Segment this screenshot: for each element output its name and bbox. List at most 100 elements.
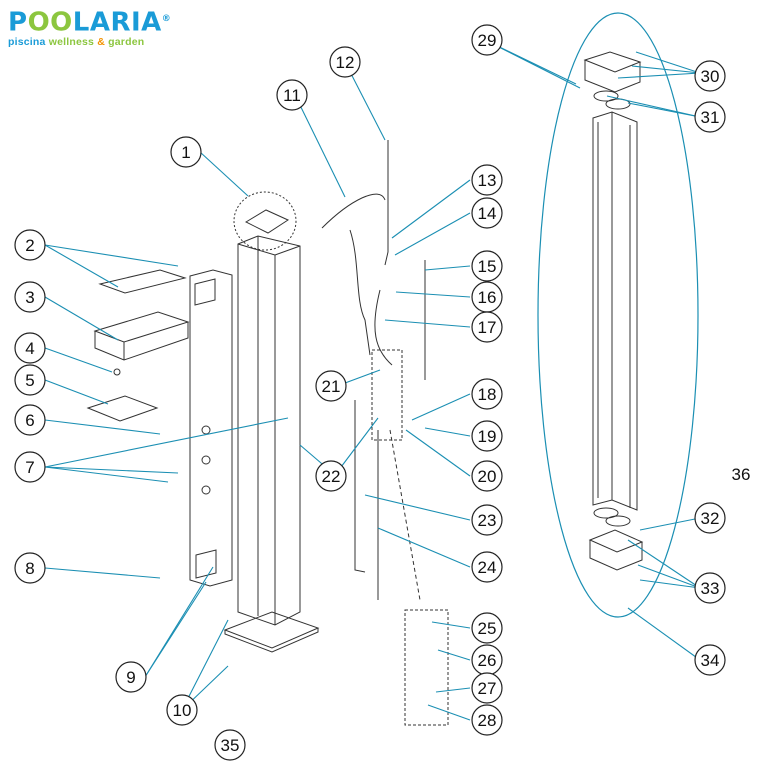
- callout-circle: [471, 378, 503, 410]
- callout-circle: [14, 451, 46, 483]
- callout-number: 24: [478, 558, 497, 577]
- callout-15: 15: [471, 250, 503, 282]
- callout-circle: [14, 552, 46, 584]
- callout-30: 30: [694, 60, 726, 92]
- callout-26: 26: [471, 644, 503, 676]
- callout-circle: [694, 572, 726, 604]
- callout-number: 31: [701, 108, 720, 127]
- callout-circle: [471, 612, 503, 644]
- callout-number: 21: [322, 377, 341, 396]
- callout-32: 32: [694, 502, 726, 534]
- callout-21: 21: [315, 370, 347, 402]
- callout-23: 23: [471, 504, 503, 536]
- callout-circle: [694, 101, 726, 133]
- callout-19: 19: [471, 420, 503, 452]
- callout-number: 8: [25, 559, 34, 578]
- callout-circle: [115, 661, 147, 693]
- callout-circle: [471, 460, 503, 492]
- logo-wordmark: POOLARIA®: [8, 7, 172, 38]
- callout-8: 8: [14, 552, 46, 584]
- callout-36: 36: [732, 465, 751, 484]
- callout-31: 31: [694, 101, 726, 133]
- callout-number: 26: [478, 651, 497, 670]
- callout-25: 25: [471, 612, 503, 644]
- callout-number: 18: [478, 385, 497, 404]
- callout-circle: [166, 694, 198, 726]
- callout-number: 13: [478, 171, 497, 190]
- callout-circle: [14, 281, 46, 313]
- callout-1: 1: [170, 136, 202, 168]
- parts-drawing: [86, 12, 699, 726]
- callout-number: 27: [478, 679, 497, 698]
- callout-2: 2: [14, 229, 46, 261]
- callout-number: 33: [701, 579, 720, 598]
- callout-5: 5: [14, 364, 46, 396]
- callout-22: 22: [315, 460, 347, 492]
- callout-3: 3: [14, 281, 46, 313]
- callout-16: 16: [471, 281, 503, 313]
- callout-number: 9: [126, 668, 135, 687]
- callout-circle: [170, 136, 202, 168]
- callout-circle: [694, 502, 726, 534]
- callout-circle: [315, 370, 347, 402]
- callout-24: 24: [471, 551, 503, 583]
- callout-28: 28: [471, 704, 503, 736]
- callout-7: 7: [14, 451, 46, 483]
- callout-13: 13: [471, 164, 503, 196]
- callout-circle: [14, 332, 46, 364]
- callout-circle: [471, 420, 503, 452]
- callout-circle: [471, 704, 503, 736]
- logo-tagline: piscina wellness & garden: [8, 35, 145, 48]
- callout-number: 6: [25, 411, 34, 430]
- callout-14: 14: [471, 197, 503, 229]
- callout-6: 6: [14, 404, 46, 436]
- callout-number: 34: [701, 651, 720, 670]
- callout-33: 33: [694, 572, 726, 604]
- callout-circle: [315, 460, 347, 492]
- callout-circle: [471, 311, 503, 343]
- callout-number: 12: [336, 53, 355, 72]
- callout-number: 30: [701, 67, 720, 86]
- callout-number: 19: [478, 427, 497, 446]
- callout-circle: [14, 229, 46, 261]
- callout-number: 3: [25, 288, 34, 307]
- callout-10: 10: [166, 694, 198, 726]
- callout-20: 20: [471, 460, 503, 492]
- callout-number: 10: [173, 701, 192, 720]
- callout-number: 14: [478, 204, 497, 223]
- callout-circle: [276, 79, 308, 111]
- callout-29: 29: [471, 24, 503, 56]
- callout-18: 18: [471, 378, 503, 410]
- callout-number: 16: [478, 288, 497, 307]
- callout-circle: [471, 24, 503, 56]
- callout-12: 12: [329, 46, 361, 78]
- callout-number: 1: [181, 143, 190, 162]
- callout-circle: [471, 551, 503, 583]
- callout-34: 34: [694, 644, 726, 676]
- callout-27: 27: [471, 672, 503, 704]
- callout-number: 7: [25, 458, 34, 477]
- callout-number: 29: [478, 31, 497, 50]
- callout-9: 9: [115, 661, 147, 693]
- callout-number: 28: [478, 711, 497, 730]
- callout-number: 11: [283, 86, 301, 105]
- callout-number: 4: [25, 339, 34, 358]
- callout-circle: [214, 729, 246, 761]
- callout-circle: [329, 46, 361, 78]
- callout-number: 15: [478, 257, 497, 276]
- callout-layer: 1234567891011121314151617181920212223242…: [14, 24, 751, 761]
- callout-circle: [471, 164, 503, 196]
- callout-circle: [471, 197, 503, 229]
- callout-circle: [471, 250, 503, 282]
- callout-number: 20: [478, 467, 497, 486]
- poolaria-logo: POOLARIA® piscina wellness & garden: [8, 6, 172, 48]
- callout-number: 35: [221, 736, 240, 755]
- callout-4: 4: [14, 332, 46, 364]
- callout-number: 32: [701, 509, 720, 528]
- callout-17: 17: [471, 311, 503, 343]
- callout-number: 22: [322, 467, 341, 486]
- callout-number: 36: [732, 465, 751, 484]
- callout-11: 11: [276, 79, 308, 111]
- callout-circle: [471, 672, 503, 704]
